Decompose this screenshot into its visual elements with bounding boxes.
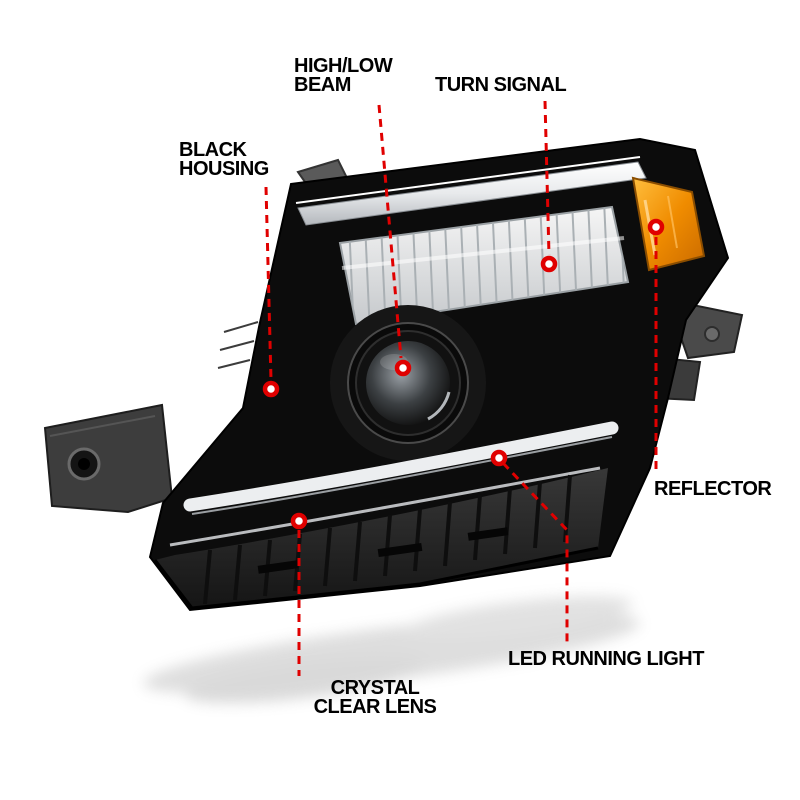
floor-reflection xyxy=(143,596,640,704)
callout-dot-crystal-clear-lens xyxy=(290,512,308,530)
callout-line-led-running-light xyxy=(501,461,569,646)
callout-label-led-running-light: LED RUNNING LIGHT xyxy=(508,648,704,670)
callout-text: LED RUNNING LIGHT xyxy=(508,648,704,670)
callout-dot-led-running-light xyxy=(490,449,508,467)
callout-dots xyxy=(262,218,665,530)
callout-dot-high-low-beam xyxy=(394,359,412,377)
callout-label-high-low-beam: HIGH/LOW BEAM xyxy=(294,55,393,96)
callout-text: TURN SIGNAL xyxy=(435,74,567,96)
callout-label-black-housing: BLACK HOUSING xyxy=(179,139,269,180)
callout-dot-black-housing xyxy=(262,380,280,398)
callout-label-crystal-clear-lens: CRYSTAL CLEAR LENS xyxy=(295,677,455,718)
ribbed-lower-housing xyxy=(153,468,608,610)
drl-light-bar-top xyxy=(295,156,647,226)
callout-label-reflector: REFLECTOR xyxy=(654,478,772,500)
callout-text: CLEAR LENS xyxy=(313,696,437,718)
callout-text: HOUSING xyxy=(179,158,269,180)
callout-label-turn-signal: TURN SIGNAL xyxy=(435,74,567,96)
callout-dot-turn-signal xyxy=(540,255,558,273)
callout-text: REFLECTOR xyxy=(654,478,772,500)
callout-line-black-housing xyxy=(264,186,273,381)
callout-text: BEAM xyxy=(294,74,351,96)
amber-side-reflector xyxy=(631,176,706,272)
callout-text: HIGH/LOW xyxy=(294,55,393,77)
callout-dot-reflector xyxy=(647,218,665,236)
turn-signal-strip xyxy=(338,205,630,326)
callout-line-turn-signal xyxy=(543,100,551,256)
callout-text: CRYSTAL xyxy=(330,677,420,699)
callout-line-high-low-beam xyxy=(377,104,403,359)
drl-light-bar-bottom xyxy=(169,421,619,547)
callout-lines xyxy=(264,100,658,676)
callout-text: BLACK xyxy=(179,139,247,161)
projector-lens xyxy=(330,305,486,461)
mounting-bracket xyxy=(43,403,174,514)
